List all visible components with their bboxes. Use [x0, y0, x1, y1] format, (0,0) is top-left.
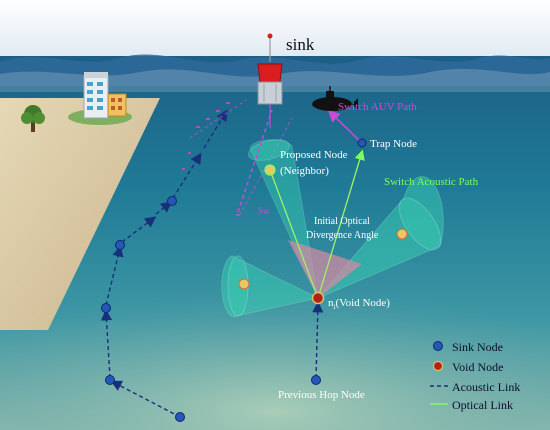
- neighbor-node: [396, 228, 408, 240]
- proposed-neighbor-node: [264, 164, 276, 176]
- sink-node: [101, 303, 111, 313]
- legend: Sink Node Void Node Acoustic Link Optica…: [430, 340, 520, 412]
- optical-links: [269, 149, 365, 299]
- acoustic-links: [100, 109, 324, 418]
- sink-label: sink: [286, 35, 315, 54]
- legend-sink-node-label: Sink Node: [452, 340, 503, 354]
- auv-submarine-icon: [312, 86, 358, 111]
- nodes: [101, 138, 408, 422]
- building-icon: [68, 72, 132, 125]
- auv-path-dashed: [237, 109, 273, 213]
- switch-acoustic-path-line: [317, 149, 365, 299]
- initial-optical-label-line2: Divergence Angle: [306, 230, 379, 241]
- void-node-label: ni(Void Node): [328, 297, 390, 311]
- tree-icon: [21, 105, 45, 132]
- initial-divergence-angle: [288, 240, 362, 298]
- legend-void-node-icon: [432, 360, 444, 372]
- optical-cone-top-cap: [248, 139, 290, 161]
- proposed-node-label-line1: Proposed Node: [280, 149, 348, 161]
- sink-node: [175, 412, 185, 422]
- sink-node: [105, 375, 115, 385]
- previous-hop-node: [311, 375, 321, 385]
- optical-cones: [221, 139, 444, 317]
- proposed-node-label-line2: (Neighbor): [280, 165, 329, 177]
- sink-buoy: [257, 33, 283, 128]
- optical-cone-left: [221, 255, 320, 317]
- optical-link: [269, 169, 319, 299]
- shore: [0, 98, 160, 330]
- optical-cone-right-cap: [398, 197, 442, 251]
- legend-sink-node-icon: [433, 341, 443, 351]
- sink-node: [115, 240, 125, 250]
- trap-node-label: Trap Node: [370, 138, 417, 150]
- void-node: [311, 291, 325, 305]
- legend-void-node-label: Void Node: [452, 360, 503, 374]
- legend-acoustic-link-label: Acoustic Link: [452, 380, 520, 394]
- sink-node: [167, 196, 177, 206]
- switch-auv-path-label: Switch AUV Path: [338, 101, 417, 113]
- legend-optical-link-label: Optical Link: [452, 398, 513, 412]
- acoustic-link: [110, 380, 181, 418]
- acoustic-link: [105, 245, 124, 306]
- trap-node: [357, 138, 367, 148]
- seabed-light: [0, 250, 550, 430]
- acoustic-link: [312, 301, 324, 379]
- previous-hop-node-label: Previous Hop Node: [278, 389, 365, 401]
- auv-path: [237, 109, 363, 213]
- sky: [0, 0, 550, 64]
- auv-path-line: [327, 109, 363, 144]
- acoustic-link: [172, 152, 202, 199]
- acoustic-link: [155, 201, 173, 215]
- switch-acoustic-path-label: Switch Acoustic Path: [384, 176, 479, 188]
- initial-optical-label-line1: Initial Optical: [314, 216, 370, 227]
- partial-label: Sw: [258, 206, 270, 216]
- acoustic-link: [203, 109, 228, 149]
- neighbor-node: [238, 278, 250, 290]
- faded-path-dashes: [182, 102, 240, 216]
